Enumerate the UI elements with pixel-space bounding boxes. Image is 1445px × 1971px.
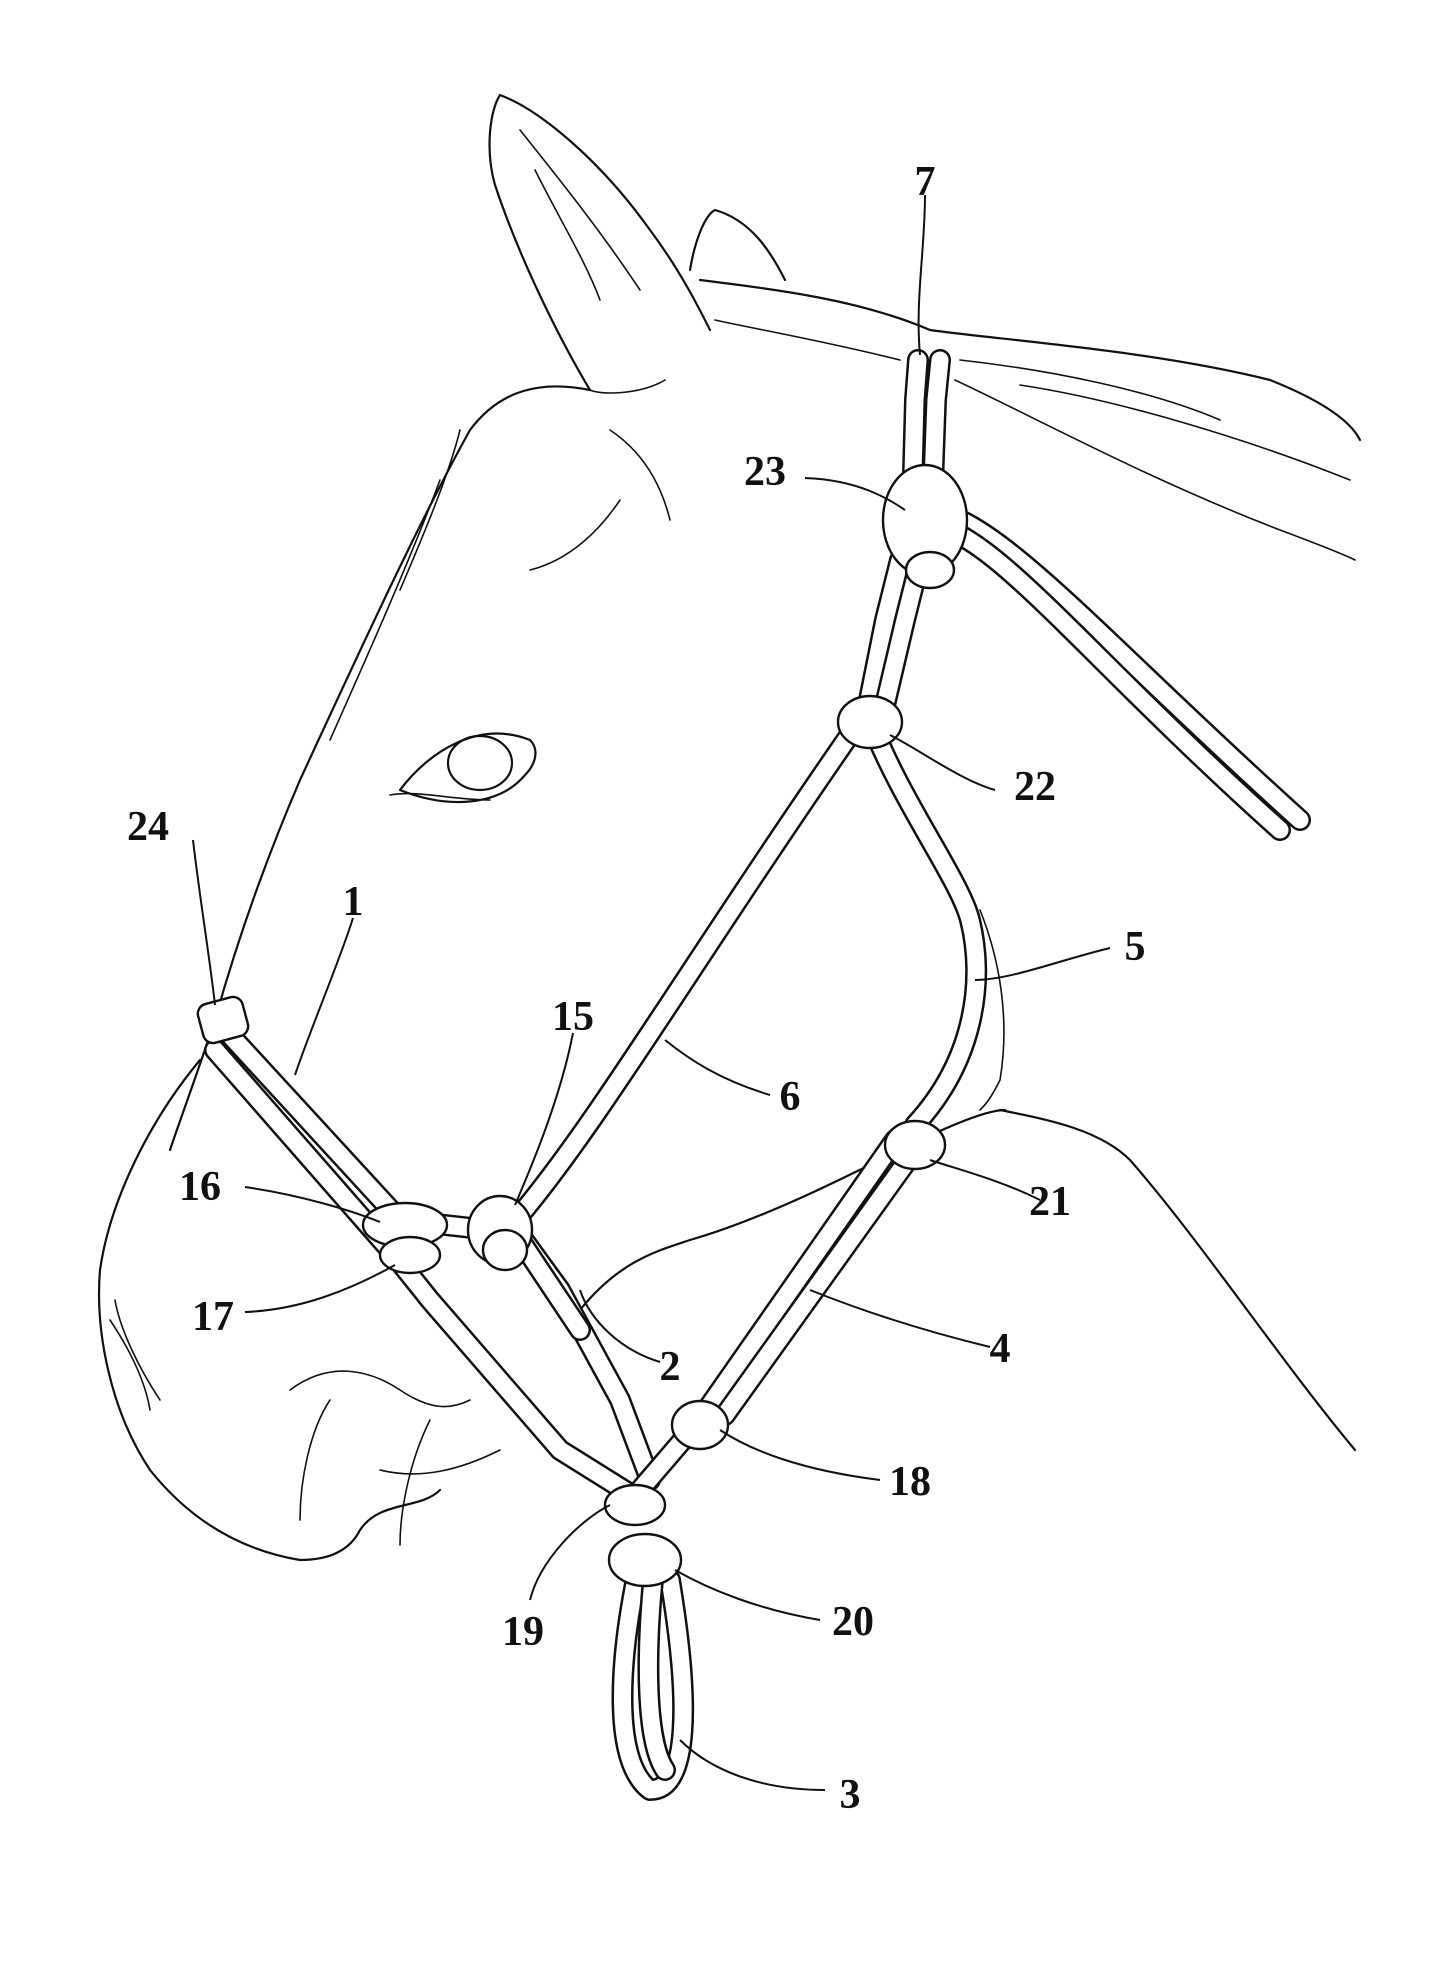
label-20: 20 — [832, 1599, 874, 1645]
knot-23b — [906, 552, 954, 588]
label-24: 24 — [127, 804, 169, 850]
horse-throat — [1000, 1110, 1355, 1450]
label-19: 19 — [502, 1609, 544, 1655]
label-2: 2 — [660, 1344, 681, 1390]
label-5: 5 — [1125, 924, 1146, 970]
horse-ear — [490, 95, 710, 390]
knot-15b — [483, 1230, 527, 1270]
label-16: 16 — [179, 1164, 221, 1210]
halter-ropes — [215, 360, 1300, 1790]
label-17: 17 — [192, 1294, 234, 1340]
label-7: 7 — [915, 159, 936, 205]
label-3: 3 — [840, 1772, 861, 1818]
knot-20 — [609, 1534, 681, 1586]
horse-eye — [448, 736, 512, 790]
knot-22 — [838, 696, 902, 748]
knot-19 — [605, 1485, 665, 1525]
horse-head-outline — [99, 95, 1360, 1560]
horse-lips — [300, 1490, 440, 1560]
horse-eye-outer — [400, 734, 535, 802]
knot-18 — [672, 1401, 728, 1449]
label-6: 6 — [780, 1074, 801, 1120]
label-23: 23 — [744, 449, 786, 495]
horse-far-ear — [690, 210, 785, 280]
label-22: 22 — [1014, 764, 1056, 810]
label-1: 1 — [343, 879, 364, 925]
label-15: 15 — [552, 994, 594, 1040]
label-4: 4 — [990, 1326, 1011, 1372]
label-21: 21 — [1029, 1179, 1071, 1225]
label-18: 18 — [889, 1459, 931, 1505]
